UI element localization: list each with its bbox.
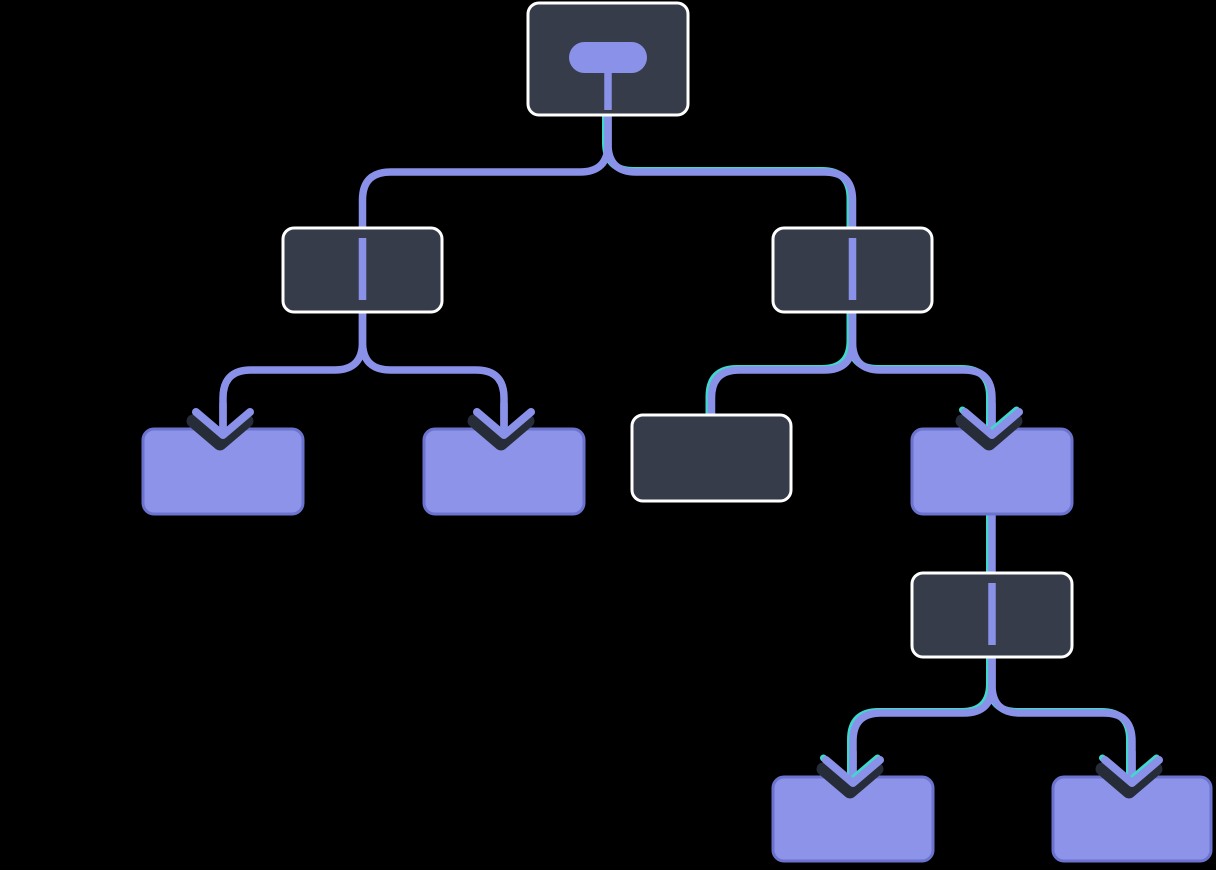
node-branch-left[interactable]	[281, 226, 444, 314]
edge-branch-bottom-leaf-5	[988, 655, 1136, 782]
arrowhead-leaf-3	[955, 403, 1023, 451]
root-pill	[569, 42, 647, 73]
nodes-layer	[141, 1, 1213, 863]
edge-highlight-branch-right-dark-leaf	[705, 308, 854, 418]
node-root[interactable]	[526, 1, 690, 117]
arrow-down-icon	[822, 756, 884, 787]
arrowhead-shadow-icon	[186, 414, 254, 451]
arrow-down-icon	[473, 408, 535, 439]
arrow-down-icon	[961, 408, 1023, 439]
dark-node-box	[630, 413, 793, 503]
node-branch-right[interactable]	[771, 226, 934, 314]
arrowhead-leaf-5	[1095, 751, 1163, 799]
edge-branch-right-leaf-3	[848, 310, 996, 434]
arrowhead-shadow-icon	[467, 414, 535, 451]
arrow-down-icon	[1101, 756, 1163, 787]
edge-root-branch-right	[604, 113, 857, 232]
edges-layer	[219, 111, 1136, 782]
arrow-down-icon	[192, 408, 254, 439]
arrowhead-leaf-2	[467, 403, 535, 451]
arrows-layer	[186, 403, 1163, 799]
arrowhead-shadow-icon	[1095, 762, 1163, 799]
edge-branch-left-leaf-2	[358, 310, 508, 434]
arrowhead-shadow-icon	[955, 414, 1023, 451]
arrowhead-leaf-1	[186, 403, 254, 451]
node-dark-leaf[interactable]	[630, 413, 793, 503]
arrowhead-leaf-4	[816, 751, 884, 799]
node-branch-bottom[interactable]	[910, 571, 1074, 659]
edge-root-branch-left	[358, 113, 612, 232]
arrowhead-shadow-icon	[816, 762, 884, 799]
